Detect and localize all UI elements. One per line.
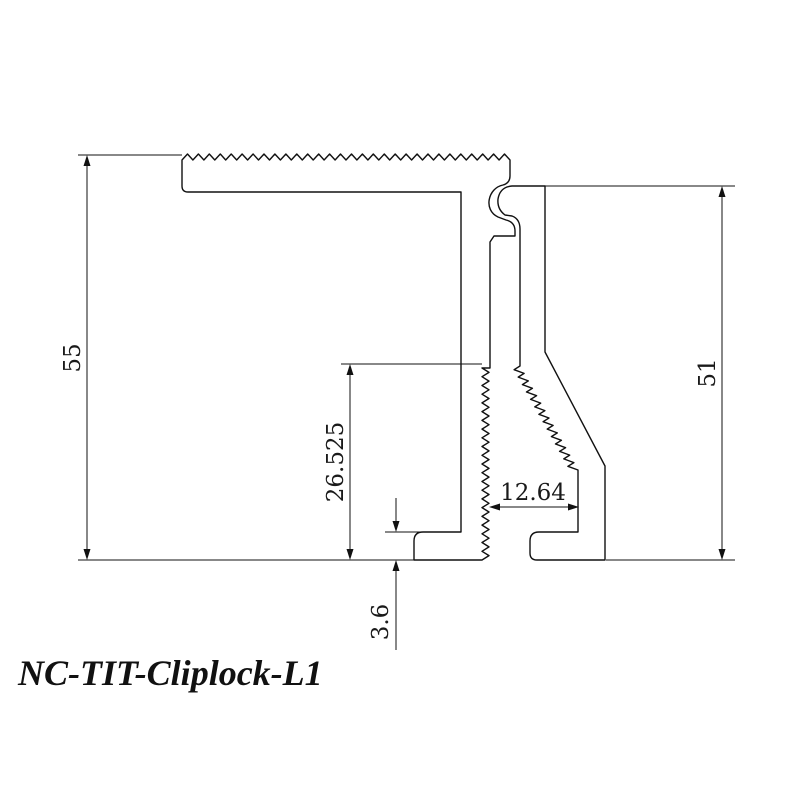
- dimension-51-label: 51: [695, 358, 721, 387]
- drawing-title: NC-TIT-Cliplock-L1: [18, 653, 323, 693]
- dimension-3-6-label: 3.6: [368, 604, 394, 641]
- dimension-12-64-label: 12.64: [500, 480, 566, 506]
- profile-b-outline: [497, 185, 606, 561]
- dimension-12-64: 12.64: [489, 480, 579, 511]
- dimension-26-525: 26.525: [323, 363, 482, 560]
- dimension-55: 55: [60, 154, 414, 561]
- dimension-55-label: 55: [60, 343, 86, 372]
- profile-a-outline: [181, 153, 516, 561]
- dimension-51: 51: [545, 185, 735, 561]
- dimension-26-525-label: 26.525: [323, 422, 349, 502]
- dimension-3-6: 3.6: [368, 498, 460, 650]
